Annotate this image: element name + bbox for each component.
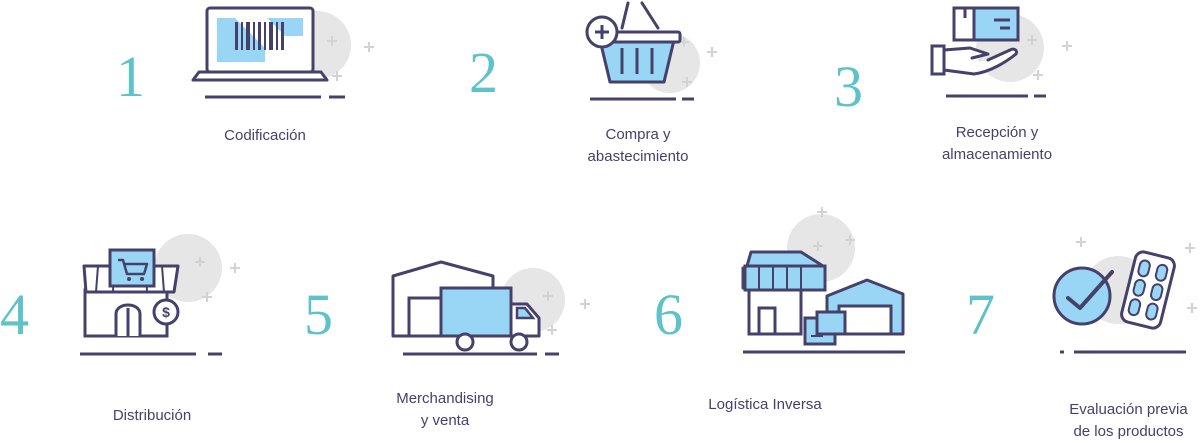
hand-receiving-package-icon [930, 6, 1072, 98]
step-number: 5 [304, 282, 333, 347]
shopping-basket-add-icon [585, 1, 717, 101]
step-label-line-2: y venta [420, 412, 470, 429]
store-warehouse-box-icon [741, 207, 905, 354]
step-number: 6 [654, 282, 683, 347]
check-pill-pack-icon [1052, 237, 1197, 354]
step-label: Codificación [224, 127, 306, 144]
step-label-line-1: Compra y [605, 126, 671, 143]
step-number: 1 [116, 44, 145, 109]
step-label: Distribución [112, 407, 192, 424]
step-label-line-2: almacenamiento [941, 146, 1053, 163]
store-cart-dollar-icon: $ [80, 234, 240, 356]
step-label: Recepción y almacenamiento [922, 122, 1072, 166]
step-label-line-1: Merchandising [396, 390, 494, 407]
step-number: 3 [834, 54, 863, 119]
step-number: 4 [0, 282, 29, 347]
step-number: 2 [469, 40, 498, 105]
warehouse-truck-icon [391, 260, 590, 356]
step-label: Logística Inversa [708, 396, 822, 413]
step-label: Merchandising y venta [375, 388, 515, 432]
step-label-line-2: de los productos [1073, 423, 1184, 440]
barcode-laptop-icon [191, 6, 374, 99]
step-number: 7 [966, 282, 995, 347]
step-label: Evaluación previa de los productos [1057, 399, 1200, 443]
step-label-line-2: abastecimiento [587, 148, 689, 165]
svg-text:$: $ [162, 304, 170, 320]
step-label-line-1: Recepción y [955, 124, 1039, 141]
step-label: Compra y abastecimiento [568, 124, 708, 168]
step-label-line-1: Evaluación previa [1069, 401, 1188, 418]
